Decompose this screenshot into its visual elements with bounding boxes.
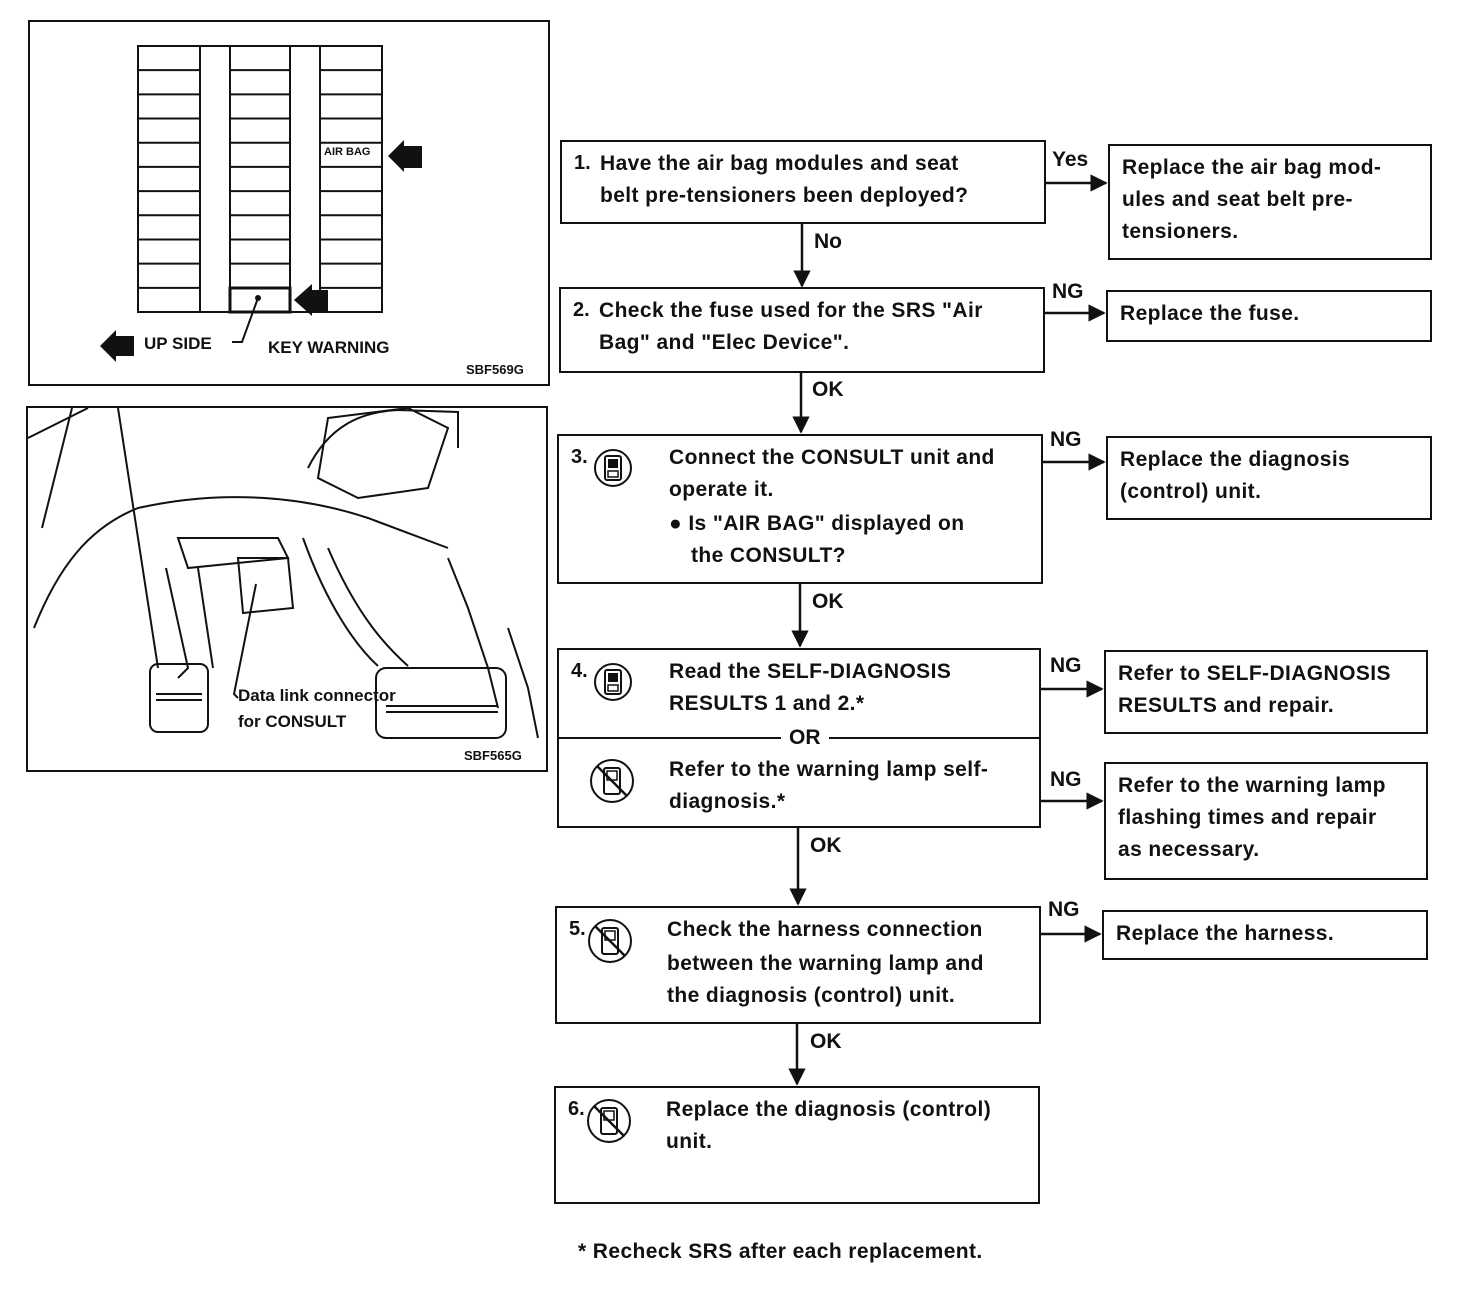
step-2-line-1: Check the fuse used for the SRS "Air [599,299,983,322]
outcome-5-line-1: Refer to the warning lamp [1118,774,1386,797]
step-3-line-1: Connect the CONSULT unit and [669,446,995,469]
step-4-line-a2: RESULTS 1 and 2.* [669,692,865,715]
outcome-3-line-1: Replace the diagnosis [1120,448,1351,471]
step-6-line-1: Replace the diagnosis (control) [666,1098,992,1121]
fuse-block-figure: AIR BAG UP SIDE KEY WARNING SBF569G [28,20,550,386]
air-bag-fuse-label: AIR BAG [324,146,371,158]
step-1-line-2: belt pre-tensioners been deployed? [600,184,969,207]
transition-label-ok-4: OK [810,834,842,857]
up-side-label: UP SIDE [144,334,212,353]
step-3-number: 3. [571,446,588,468]
outcome-3-box: Replace the diagnosis (control) unit. [1106,436,1432,520]
outcome-2-box: Replace the fuse. [1106,290,1432,342]
step-1-box: 1. Have the air bag modules and seat bel… [560,140,1046,224]
step-1-number: 1. [574,152,591,174]
branch-label-ng-3: NG [1050,428,1082,451]
no-consult-icon [589,758,635,804]
step-3-line-4: the CONSULT? [691,544,846,567]
branch-label-yes: Yes [1052,148,1089,171]
outcome-1-line-1: Replace the air bag mod- [1122,156,1382,179]
outcome-6-line-1: Replace the harness. [1116,922,1335,945]
step-5-line-1: Check the harness connection [667,918,983,941]
step-4-line-b2: diagnosis.* [669,790,786,813]
data-link-figure: Data link connector for CONSULT SBF565G [26,406,548,772]
outcome-4-box: Refer to SELF-DIAGNOSIS RESULTS and repa… [1104,650,1428,734]
step-2-line-2: Bag" and "Elec Device". [599,331,850,354]
figure-id-sbf569g: SBF569G [466,362,524,377]
or-label: OR [781,726,829,750]
outcome-6-box: Replace the harness. [1102,910,1428,960]
transition-label-no: No [814,230,842,253]
step-3-line-2: operate it. [669,478,774,501]
transition-label-ok-2: OK [812,378,844,401]
consult-unit-icon [593,662,633,702]
step-5-box: 5. Check the harness connection between … [555,906,1041,1024]
step-5-line-2: between the warning lamp and [667,952,984,975]
outcome-2-line-1: Replace the fuse. [1120,302,1300,325]
outcome-4-line-2: RESULTS and repair. [1118,694,1335,717]
outcome-5-line-2: flashing times and repair [1118,806,1377,829]
step-2-box: 2. Check the fuse used for the SRS "Air … [559,287,1045,373]
step-6-line-2: unit. [666,1130,713,1153]
consult-unit-icon [593,448,633,488]
transition-label-ok-5: OK [810,1030,842,1053]
outcome-4-line-1: Refer to SELF-DIAGNOSIS [1118,662,1391,685]
step-5-line-3: the diagnosis (control) unit. [667,984,956,1007]
step-6-number: 6. [568,1098,585,1120]
step-1-line-1: Have the air bag modules and seat [600,152,959,175]
step-2-number: 2. [573,299,590,321]
footnote: * Recheck SRS after each replacement. [578,1240,983,1263]
data-link-connector-label-2: for CONSULT [238,712,347,731]
fuse-block-drawing [100,45,422,362]
step-3-line-3: ● Is "AIR BAG" displayed on [669,512,965,535]
no-consult-icon [587,918,633,964]
branch-label-ng-5: NG [1048,898,1080,921]
step-6-box: 6. Replace the diagnosis (control) unit. [554,1086,1040,1204]
step-5-number: 5. [569,918,586,940]
outcome-1-box: Replace the air bag mod- ules and seat b… [1108,144,1432,260]
outcome-3-line-2: (control) unit. [1120,480,1262,503]
branch-label-ng-4b: NG [1050,768,1082,791]
figure-id-sbf565g: SBF565G [464,748,522,763]
branch-label-ng-2: NG [1052,280,1084,303]
step-4-line-a1: Read the SELF-DIAGNOSIS [669,660,952,683]
step-3-box: 3. Connect the CONSULT unit and operate … [557,434,1043,584]
data-link-connector-label-1: Data link connector [238,686,396,705]
outcome-1-line-3: tensioners. [1122,220,1239,243]
key-warning-label: KEY WARNING [268,338,390,357]
outcome-5-box: Refer to the warning lamp flashing times… [1104,762,1428,880]
branch-label-ng-4a: NG [1050,654,1082,677]
step-4-line-b1: Refer to the warning lamp self- [669,758,989,781]
step-4-number: 4. [571,660,588,682]
outcome-1-line-2: ules and seat belt pre- [1122,188,1353,211]
pedal-area-drawing [28,408,539,739]
no-consult-icon [586,1098,632,1144]
step-4-box: 4. Read the SELF-DIAGNOSIS RESULTS 1 and… [557,648,1041,828]
transition-label-ok-3: OK [812,590,844,613]
outcome-5-line-3: as necessary. [1118,838,1260,861]
